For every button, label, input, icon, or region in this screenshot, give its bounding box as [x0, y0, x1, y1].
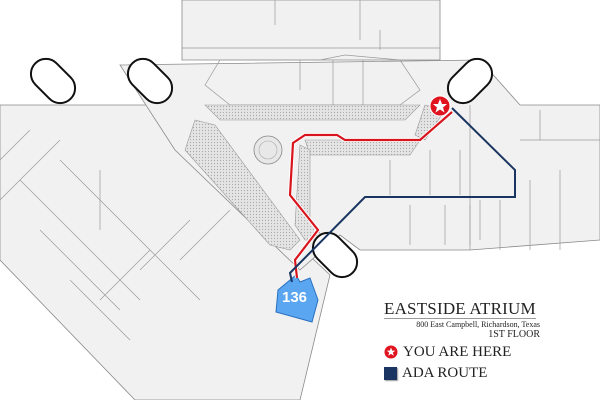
- stair-b-nw: [126, 57, 174, 105]
- stair-a: [29, 57, 77, 105]
- legend-label: ADA ROUTE: [402, 364, 488, 381]
- map-legend: EASTSIDE ATRIUM 800 East Campbell, Richa…: [384, 300, 544, 382]
- stairwells: [29, 57, 494, 279]
- legend-label: YOU ARE HERE: [403, 343, 512, 360]
- stair-s: [311, 231, 359, 279]
- legend-item-you-are-here: YOU ARE HERE: [384, 343, 544, 361]
- building-name: EASTSIDE ATRIUM: [384, 299, 536, 319]
- atrium-walkways: [184, 104, 446, 251]
- star-icon: [433, 99, 447, 113]
- you-are-here-marker: [429, 95, 451, 117]
- room-walls: [0, 0, 600, 341]
- star-in-circle-icon: [384, 345, 398, 359]
- atrium-fountain: [253, 135, 283, 165]
- floor-label: 1ST FLOOR: [488, 329, 540, 340]
- red-route: [288, 111, 453, 279]
- legend-item-ada-route: ADA ROUTE: [384, 364, 544, 382]
- suite-number-label: 136: [282, 289, 308, 306]
- building-address: 800 East Campbell, Richardson, Texas: [416, 320, 540, 329]
- stair-ne: [446, 57, 494, 105]
- ada-route: [288, 107, 516, 283]
- blue-square-icon: [384, 366, 397, 380]
